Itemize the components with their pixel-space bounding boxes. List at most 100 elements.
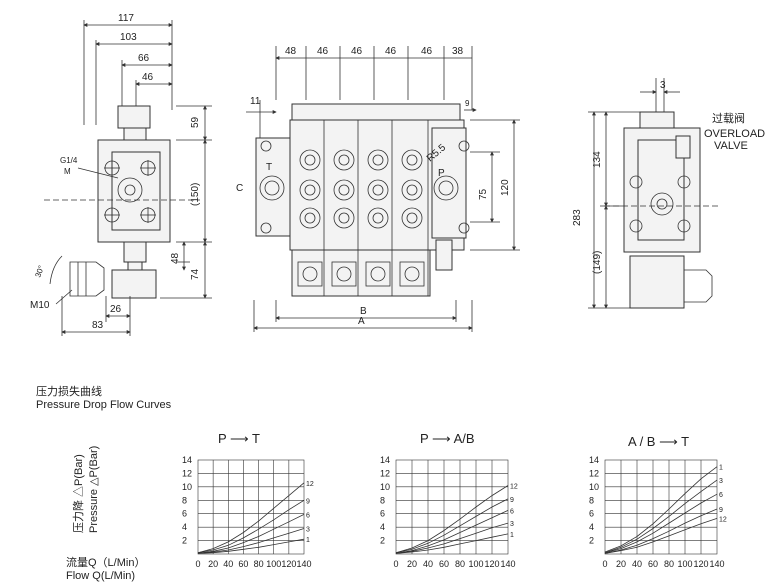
ylabel-cn: 压力降 △P(Bar) [71, 454, 85, 533]
dim-48-front: 48 [285, 46, 297, 57]
series-label: 12 [510, 484, 518, 491]
x-tick-label: 20 [208, 559, 218, 569]
chart-title: A / B ⟶ T [628, 434, 689, 449]
y-tick-label: 2 [589, 536, 594, 546]
label-C: C [236, 183, 243, 194]
overload-en-1: OVERLOAD [704, 128, 765, 140]
series-line-1 [395, 533, 509, 554]
y-tick-label: 8 [380, 495, 385, 505]
series-line-6 [395, 510, 509, 554]
y-tick-label: 6 [182, 509, 187, 519]
front-spools [297, 120, 429, 296]
dim-59: 59 [190, 116, 201, 128]
x-tick-label: 120 [484, 559, 499, 569]
x-tick-label: 40 [423, 559, 433, 569]
label-A: A [358, 316, 365, 327]
dim-46-b: 46 [351, 46, 363, 57]
dim-150: (150) [190, 183, 201, 206]
x-tick-label: 40 [632, 559, 642, 569]
y-tick-label: 10 [182, 482, 192, 492]
overload-cn: 过载阀 [712, 111, 745, 125]
x-tick-label: 100 [468, 559, 483, 569]
end-view: 3 134 (149) 283 过载阀 O [572, 78, 765, 309]
x-tick-label: 60 [439, 559, 449, 569]
x-tick-label: 140 [709, 559, 724, 569]
dim-134: 134 [592, 151, 603, 168]
side-dims-top: 117 103 66 46 [83, 13, 173, 125]
x-tick-label: 100 [266, 559, 281, 569]
x-tick-label: 40 [223, 559, 233, 569]
x-tick-label: 0 [602, 559, 607, 569]
series-line-3 [197, 528, 305, 554]
series-line-3 [395, 522, 509, 554]
label-T: T [266, 162, 272, 173]
x-tick-label: 140 [296, 559, 311, 569]
series-line-6 [197, 514, 305, 554]
spool-2 [331, 149, 357, 287]
front-dims-bottom: B A [253, 300, 473, 332]
dim-46-a: 46 [317, 46, 329, 57]
series-label: 1 [719, 465, 723, 472]
series-line-3 [604, 479, 718, 554]
series-line-1 [197, 538, 305, 554]
xlabel-en: Flow Q(L/Min) [66, 570, 135, 582]
x-tick-label: 20 [616, 559, 626, 569]
x-tick-label: 80 [455, 559, 465, 569]
dim-48: 48 [170, 252, 181, 264]
dim-3: 3 [660, 80, 666, 91]
series-label: 3 [510, 521, 514, 528]
front-dims-top: 48 46 46 46 46 38 [275, 46, 473, 110]
spool-1 [297, 149, 323, 287]
dim-9: 9 [465, 99, 470, 108]
y-tick-label: 8 [182, 495, 187, 505]
xlabel-cn: 流量Q（L/Min） [66, 555, 145, 569]
series-line-12 [197, 482, 305, 554]
series-line-9 [395, 498, 509, 554]
series-line-12 [395, 485, 509, 554]
y-tick-label: 2 [182, 536, 187, 546]
series-line-9 [604, 508, 718, 554]
dim-117: 117 [118, 13, 134, 24]
x-tick-label: 80 [664, 559, 674, 569]
side-valve-body [44, 105, 200, 299]
overload-en-2: VALVE [714, 140, 748, 152]
dim-11: 11 [250, 96, 261, 107]
x-tick-label: 20 [407, 559, 417, 569]
y-tick-label: 8 [589, 495, 594, 505]
x-tick-label: 80 [254, 559, 264, 569]
series-label: 6 [306, 512, 310, 519]
section-title-en: Pressure Drop Flow Curves [36, 399, 172, 411]
y-tick-label: 4 [380, 522, 385, 532]
ylabel-en: Pressure △P(Bar) [88, 446, 100, 533]
dim-66: 66 [138, 53, 150, 64]
y-tick-label: 14 [380, 455, 390, 465]
dim-46-d: 46 [421, 46, 433, 57]
x-tick-label: 120 [693, 559, 708, 569]
series-label: 9 [306, 498, 310, 505]
label-m10: M10 [30, 300, 50, 311]
dim-46: 46 [142, 72, 154, 83]
section-title-cn: 压力损失曲线 [36, 384, 102, 398]
y-tick-label: 12 [182, 468, 192, 478]
dim-75: 75 [478, 188, 489, 200]
series-label: 9 [510, 497, 514, 504]
plot-frame [395, 459, 509, 555]
dim-283: 283 [572, 209, 583, 226]
y-tick-label: 6 [589, 509, 594, 519]
spool-4 [399, 149, 425, 287]
label-m: M [64, 167, 71, 176]
x-tick-label: 140 [500, 559, 515, 569]
y-tick-label: 10 [380, 482, 390, 492]
series-line-6 [604, 493, 718, 554]
label-30deg: 30° [33, 264, 46, 278]
plot-frame [197, 459, 305, 555]
series-label: 1 [510, 532, 514, 539]
plot-frame [604, 459, 718, 555]
label-P: P [438, 168, 445, 179]
y-tick-label: 12 [380, 468, 390, 478]
series-label: 3 [306, 526, 310, 533]
x-tick-label: 120 [281, 559, 296, 569]
